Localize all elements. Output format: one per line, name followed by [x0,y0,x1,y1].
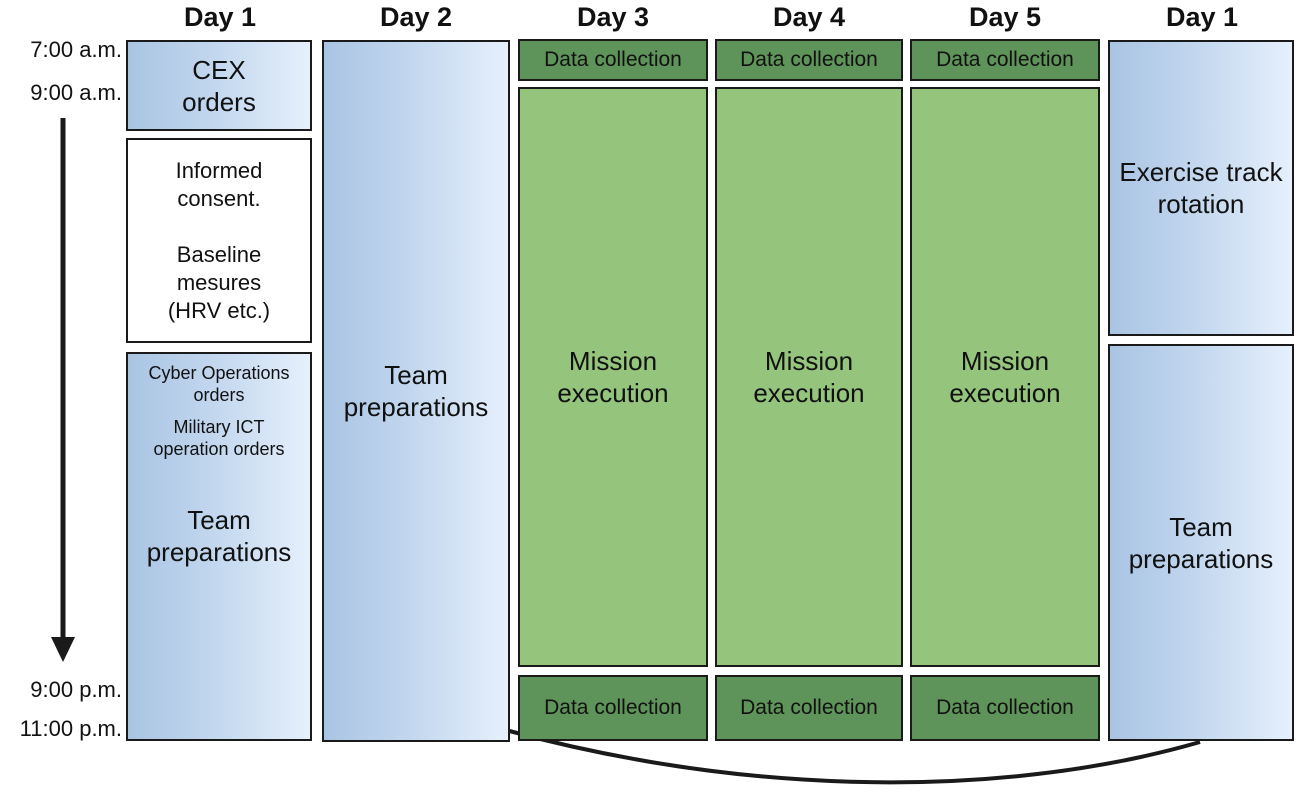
military-ict-line2: operation orders [153,439,285,459]
day5-data-collection-morning: Data collection [910,39,1100,81]
header-day-2: Day 2 [379,2,453,32]
last-day-team-line2: preparations [1128,543,1274,574]
time-9am: 9:00 a.m. [30,80,122,105]
header-day-1: Day 1 [183,2,257,32]
day5-data-collection-evening: Data collection [910,675,1100,741]
time-7am: 7:00 a.m. [30,37,122,62]
day3-data-collection-evening-label: Data collection [544,696,682,719]
day3-mission-line1: Mission [568,346,658,376]
consent-baseline-box: Informed consent. Baseline mesures (HRV … [126,138,312,343]
exercise-rotation-line2: rotation [1157,189,1245,219]
day2-preparations-box: Team preparations [322,40,510,742]
day5-mission-line2: execution [949,378,1061,408]
cex-orders-line2: orders [182,86,256,117]
cex-orders-box: CEX orders [126,40,312,131]
last-day-preparations-box: Team preparations [1108,344,1294,741]
day3-mission-box: Mission execution [518,87,708,667]
day2-team-line2: preparations [343,392,489,422]
exercise-rotation-line1: Exercise track [1119,157,1283,187]
day4-mission-box: Mission execution [715,87,903,667]
informed-consent-line1: Informed [175,157,263,183]
day1-preparations-box: Cyber Operations orders Military ICT ope… [126,352,312,741]
day3-data-collection-morning: Data collection [518,39,708,81]
day1-team-line1: Team [187,505,251,535]
last-day-team-line1: Team [1169,511,1233,542]
baseline-line2: mesures [176,269,262,295]
time-11pm: 11:00 p.m. [19,716,122,741]
header-day-1-repeat: Day 1 [1165,2,1239,32]
baseline-line3: (HRV etc.) [167,297,271,323]
day3-data-collection-morning-label: Data collection [544,48,682,71]
day5-data-collection-evening-label: Data collection [936,696,1074,719]
time-9pm: 9:00 p.m. [30,677,122,702]
time-arrow [51,118,75,662]
informed-consent-line2: consent. [177,185,261,211]
day5-mission-line1: Mission [960,346,1050,376]
cyber-operations-line1: Cyber Operations [148,363,290,383]
day3-data-collection-evening: Data collection [518,675,708,741]
cex-orders-line1: CEX [192,54,246,85]
day4-mission-line1: Mission [764,346,854,376]
day4-data-collection-morning-label: Data collection [740,48,878,71]
day2-team-line1: Team [384,360,448,390]
day1-team-line2: preparations [146,537,292,567]
day5-mission-box: Mission execution [910,87,1100,667]
header-day-5: Day 5 [968,2,1042,32]
header-day-4: Day 4 [772,2,846,32]
day4-mission-line2: execution [753,378,865,408]
cyber-operations-line2: orders [193,385,245,405]
day4-data-collection-evening-label: Data collection [740,696,878,719]
header-day-3: Day 3 [576,2,650,32]
day4-data-collection-morning: Data collection [715,39,903,81]
exercise-rotation-box: Exercise track rotation [1108,40,1294,336]
day5-data-collection-morning-label: Data collection [936,48,1074,71]
military-ict-line1: Military ICT [173,417,265,437]
day3-mission-line2: execution [557,378,669,408]
day4-data-collection-evening: Data collection [715,675,903,741]
baseline-line1: Baseline [176,241,262,267]
